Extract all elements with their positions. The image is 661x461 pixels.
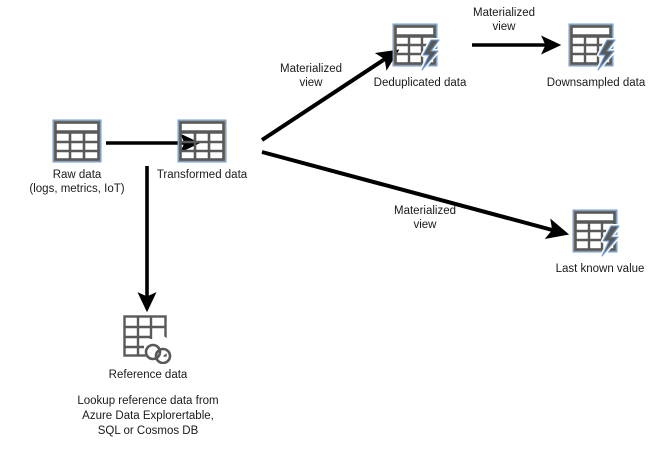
table-link-icon (120, 312, 176, 364)
edge-label-transformed-to-lastknown: Materialized view (394, 205, 456, 231)
table-icon (51, 118, 103, 164)
table-bolt-icon (571, 208, 629, 258)
node-reference-data[interactable]: Reference data Lookup reference data fro… (62, 312, 234, 439)
table-bolt-icon (391, 22, 449, 72)
node-transformed-data[interactable]: Transformed data (147, 118, 257, 182)
node-last-known-value[interactable]: Last known value (545, 208, 655, 276)
node-label: Downsampled data (546, 77, 646, 89)
node-label: Last known value (555, 263, 645, 275)
node-raw-data[interactable]: Raw data (logs, metrics, IoT) (24, 118, 130, 196)
edge-label-deduplicated-to-downsampled: Materialized view (473, 7, 535, 33)
node-deduplicated-data[interactable]: Deduplicated data (360, 22, 480, 90)
node-label: Raw data (logs, metrics, IoT) (29, 169, 125, 195)
node-label: Transformed data (156, 169, 248, 181)
node-caption: Lookup reference data from Azure Data Ex… (77, 395, 219, 437)
node-label: Reference data (108, 369, 188, 381)
table-icon (176, 118, 228, 164)
edge-label-transformed-to-deduplicated: Materialized view (280, 63, 342, 89)
node-label: Deduplicated data (373, 77, 467, 89)
node-downsampled-data[interactable]: Downsampled data (536, 22, 656, 90)
table-bolt-icon (567, 22, 625, 72)
